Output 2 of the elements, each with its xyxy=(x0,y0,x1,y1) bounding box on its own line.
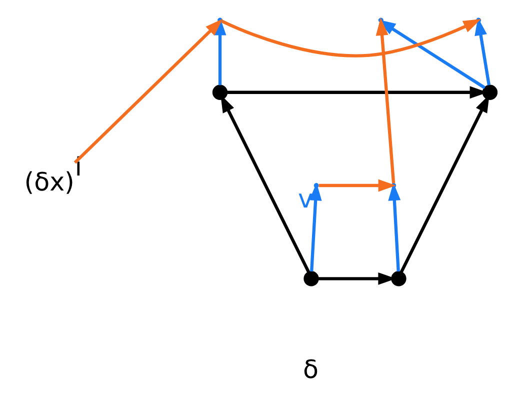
node-label: v xyxy=(298,184,313,214)
label: δ xyxy=(302,354,318,384)
